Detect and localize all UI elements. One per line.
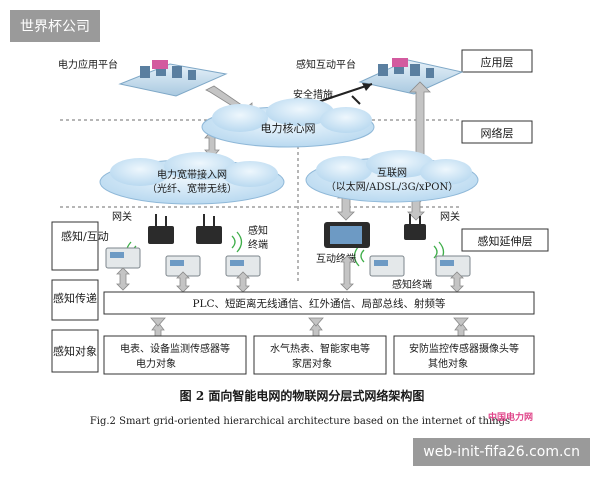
core-network-label: 电力核心网 bbox=[261, 121, 316, 135]
layer-label-boxes bbox=[461, 49, 549, 252]
gateway-label-left: 网关 bbox=[112, 210, 132, 223]
interact-platform-label: 感知互动平台 bbox=[296, 58, 356, 71]
svg-text:中国电力网: 中国电力网 bbox=[488, 411, 533, 423]
meter-displays bbox=[110, 252, 454, 266]
internet-cloud bbox=[305, 150, 479, 203]
left-interact-label: 感知/互动 bbox=[61, 229, 109, 243]
sense-terminal-label-l2: 终端 bbox=[248, 238, 268, 251]
layer-net-label: 网络层 bbox=[481, 126, 514, 140]
power-platform-icon bbox=[118, 60, 228, 97]
gateway-antennas bbox=[155, 214, 421, 226]
internet-title: 互联网 bbox=[377, 167, 407, 179]
watermark-top-left: 世界杯公司 bbox=[10, 10, 100, 42]
caption-chinese: 图 2 面向智能电网的物联网分层式网络架构图 bbox=[180, 388, 425, 403]
smart-meter-icons bbox=[105, 247, 471, 277]
layer-ext-label: 感知延伸层 bbox=[478, 234, 533, 248]
access-network-cloud bbox=[99, 152, 285, 205]
sense-terminal-label-l1: 感知 bbox=[248, 224, 268, 237]
object-other-line1: 安防监控传感器摄像头等 bbox=[409, 342, 519, 355]
watermark-bottom-right: web-init-fifa26.com.cn bbox=[413, 438, 590, 466]
sense-terminal-label-right: 感知终端 bbox=[392, 278, 432, 291]
object-home-line2: 家居对象 bbox=[292, 357, 332, 370]
site-logo: 中国电力网 bbox=[488, 411, 533, 423]
object-other-line2: 其他对象 bbox=[428, 357, 468, 370]
access-network-title: 电力宽带接入网 bbox=[157, 168, 227, 181]
left-label-boxes bbox=[51, 221, 99, 373]
power-platform-label: 电力应用平台 bbox=[58, 58, 118, 71]
gateway-device-icon bbox=[148, 224, 426, 244]
object-power-line1: 电表、设备监测传感器等 bbox=[120, 342, 230, 355]
object-boxes bbox=[103, 335, 535, 375]
layer-app-label: 应用层 bbox=[481, 55, 514, 69]
left-object-label: 感知对象 bbox=[53, 344, 97, 358]
caption-english: Fig.2 Smart grid-oriented hierarchical a… bbox=[90, 416, 510, 427]
security-label: 安全措施 bbox=[293, 88, 333, 101]
access-network-subtitle: （光纤、宽带无线） bbox=[147, 182, 237, 195]
object-arrows bbox=[150, 317, 469, 337]
left-transfer-label: 感知传递 bbox=[53, 291, 97, 305]
bus-link-arrows bbox=[116, 255, 464, 293]
interactive-terminal-icon bbox=[324, 222, 370, 248]
internet-subtitle: （以太网/ADSL/3G/xPON） bbox=[326, 180, 459, 193]
gateway-label-right: 网关 bbox=[440, 210, 460, 223]
object-power-line2: 电力对象 bbox=[136, 357, 176, 370]
interact-platform-icon bbox=[358, 58, 464, 95]
object-home-line1: 水气热表、智能家电等 bbox=[270, 342, 370, 355]
core-network-cloud bbox=[201, 98, 375, 148]
communication-bus-label: PLC、短距离无线通信、红外通信、局部总线、射频等 bbox=[192, 297, 446, 310]
